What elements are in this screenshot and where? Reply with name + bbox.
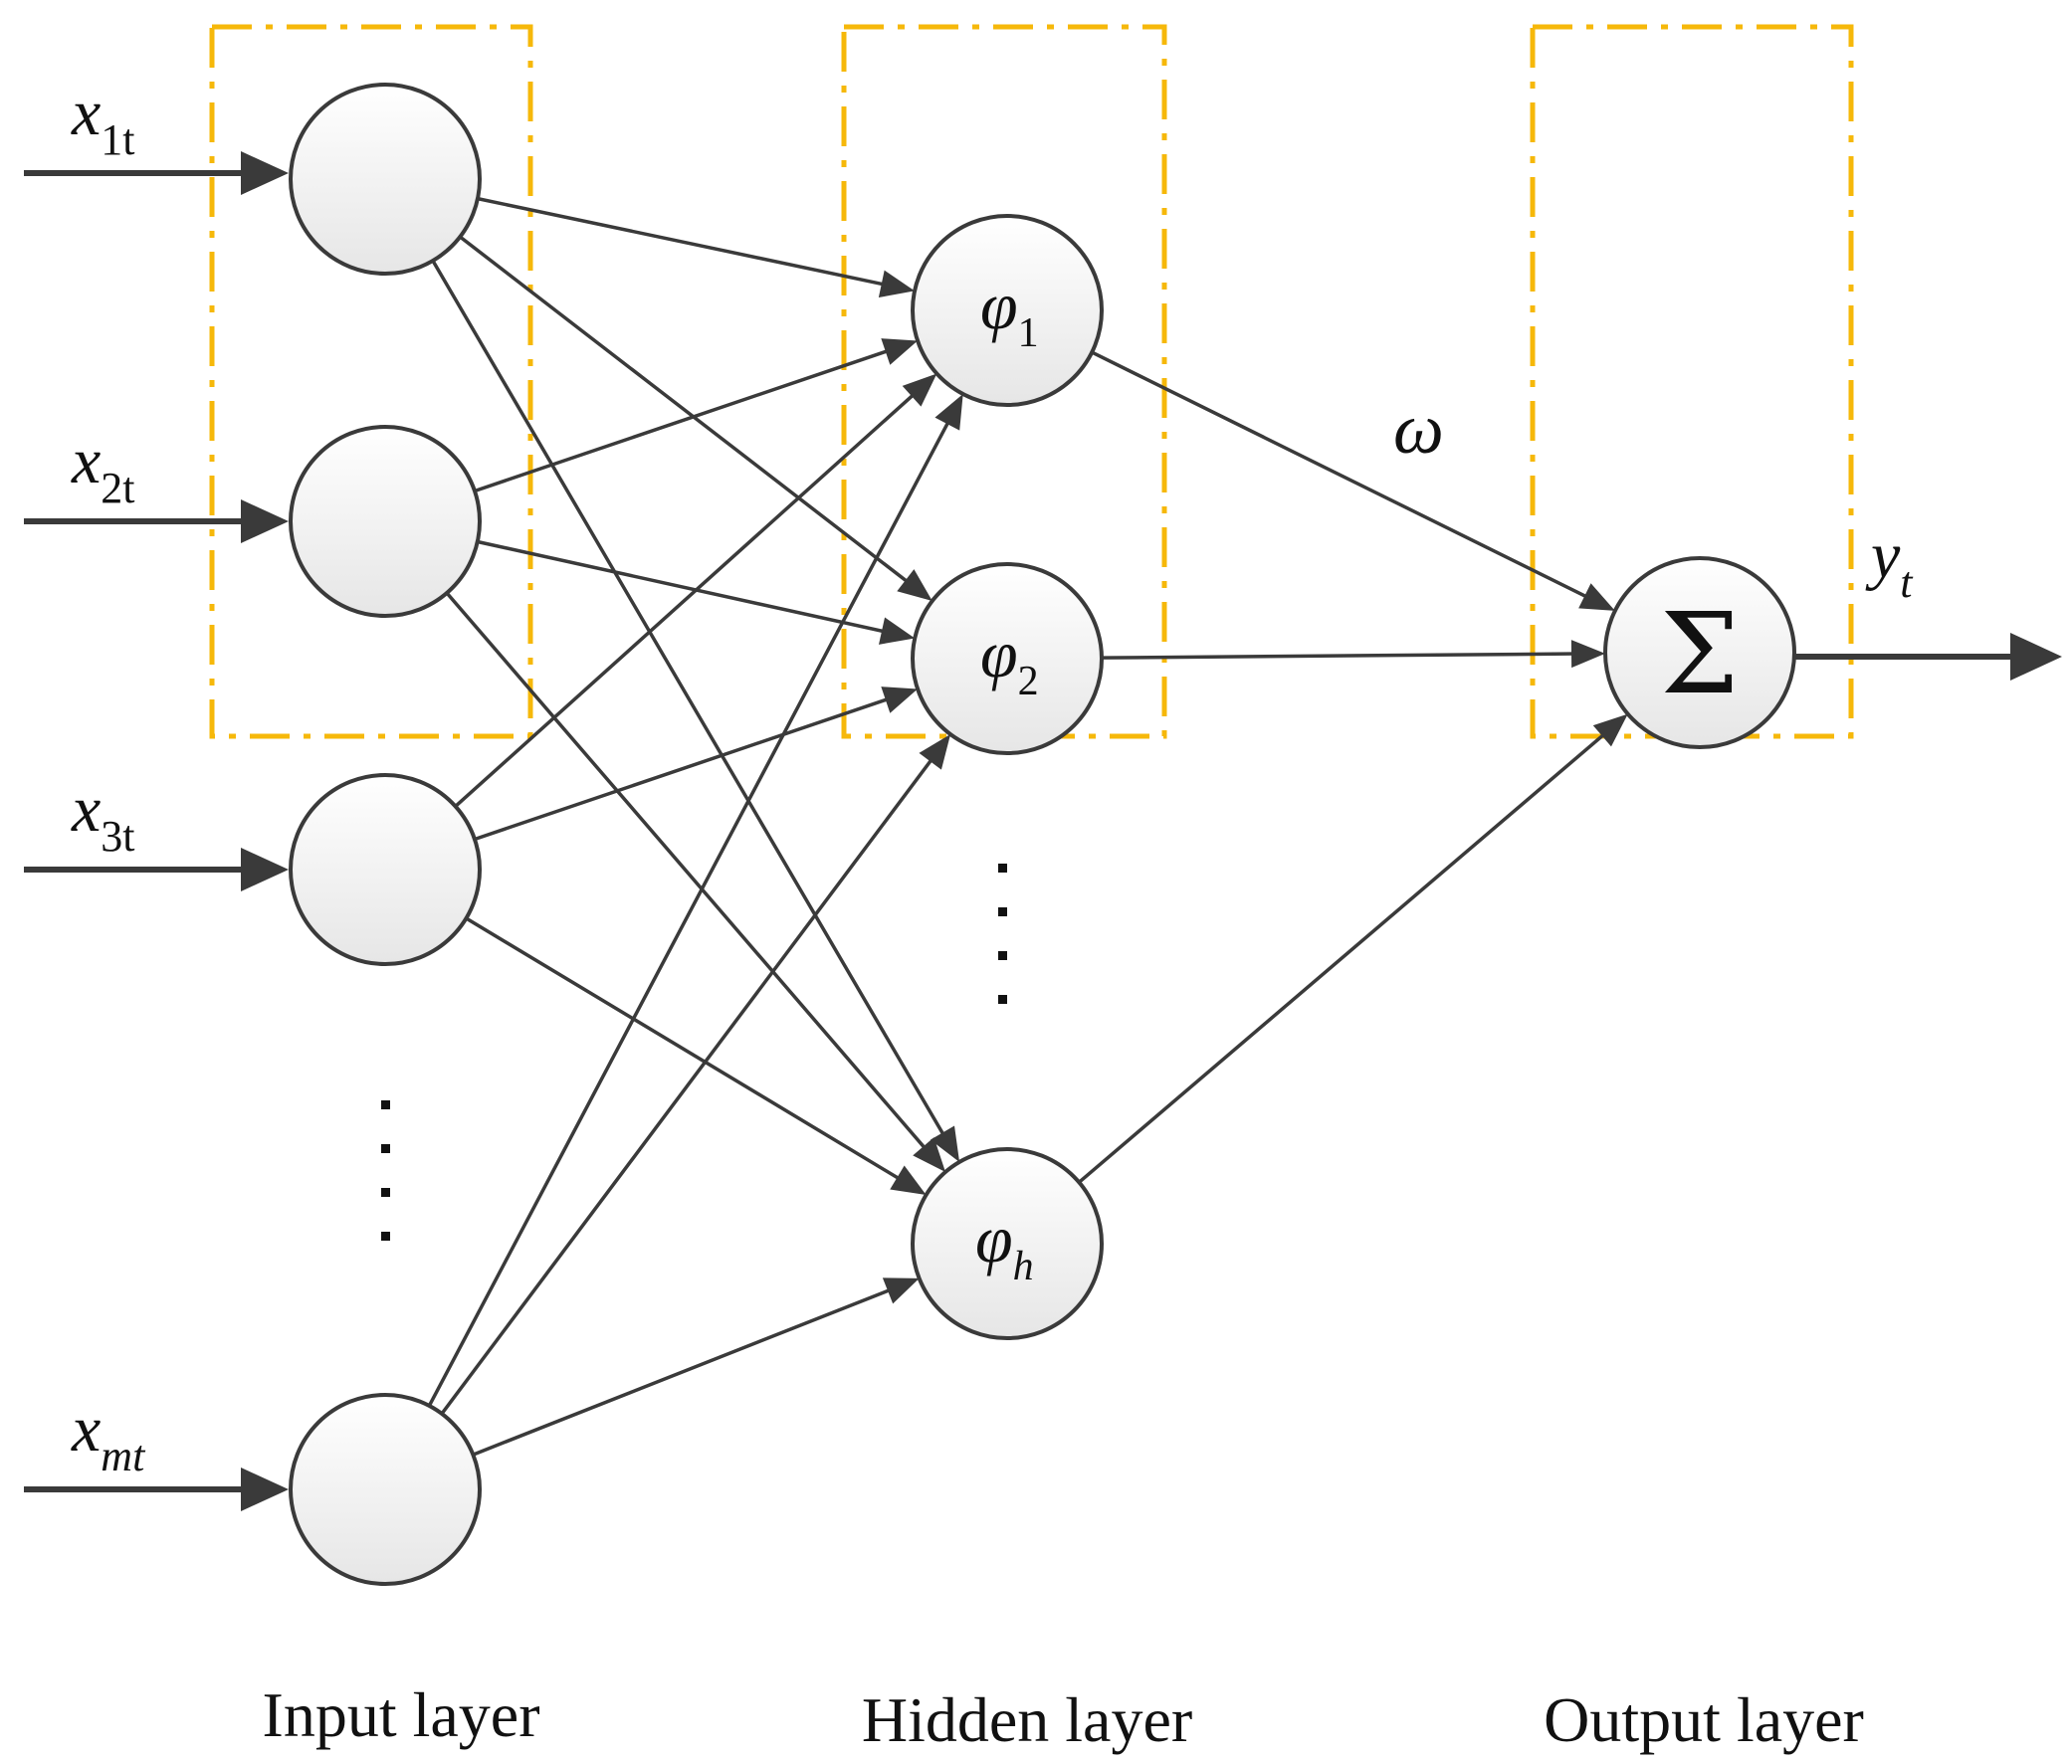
input-ellipsis	[381, 1100, 390, 1241]
edge-hidden-2-output-arrowhead	[1570, 640, 1606, 669]
edge-input-1-hidden-3	[431, 260, 948, 1141]
edge-hidden-1-output-arrowhead	[1578, 583, 1615, 611]
edge-hidden-2-output	[1101, 652, 1580, 660]
input-label-2: x2t	[71, 425, 135, 512]
edge-input-4-hidden-3	[472, 1285, 897, 1457]
edge-input-3-hidden-3-arrowhead	[890, 1165, 927, 1196]
edge-input-2-hidden-3	[445, 591, 931, 1154]
input-node-2	[289, 425, 482, 618]
input-arrowhead-2	[241, 499, 289, 543]
edge-input-2-hidden-1	[474, 347, 894, 493]
sum-symbol: Σ	[1660, 590, 1739, 719]
output-label: yt	[1865, 519, 1914, 607]
edge-input-1-hidden-2-arrowhead	[897, 569, 932, 601]
connection-edges	[427, 196, 1628, 1457]
edge-input-2-hidden-3-arrowhead	[913, 1137, 946, 1173]
input-arrows	[24, 151, 289, 1511]
hidden-node-1	[911, 214, 1104, 407]
edge-input-3-hidden-3	[465, 916, 906, 1184]
input-layer-box	[209, 24, 533, 739]
input-layer-label: Input layer	[263, 1679, 540, 1750]
edge-input-4-hidden-1-arrowhead	[934, 394, 963, 431]
edge-input-1-hidden-1-arrowhead	[878, 270, 916, 298]
hidden-node-h-label: φh	[975, 1201, 1034, 1289]
hidden-ellipsis	[998, 864, 1007, 1004]
edge-input-3-hidden-2	[474, 695, 894, 842]
hidden-node-h	[911, 1147, 1104, 1340]
edge-input-1-hidden-3-arrowhead	[930, 1125, 960, 1162]
input-label-m: xmt	[71, 1393, 146, 1480]
edge-input-1-hidden-2	[459, 235, 914, 587]
edge-input-4-hidden-3-arrowhead	[882, 1277, 920, 1304]
input-arrowhead-m	[241, 1468, 289, 1511]
input-node-3	[289, 773, 482, 966]
output-layer-label: Output layer	[1544, 1684, 1864, 1755]
weight-label: ω	[1393, 389, 1444, 469]
input-node-m	[289, 1393, 482, 1586]
hidden-node-2	[911, 562, 1104, 755]
edge-input-4-hidden-2	[440, 753, 936, 1415]
input-arrowhead-1	[241, 151, 289, 195]
input-label-1: x1t	[71, 77, 135, 164]
hidden-layer-box	[841, 24, 1167, 739]
hidden-node-1-label: φ1	[980, 268, 1039, 356]
input-node-1	[289, 83, 482, 276]
edge-input-3-hidden-1	[454, 389, 920, 808]
output-arrowhead	[2010, 633, 2062, 681]
hidden-layer-label: Hidden layer	[862, 1684, 1192, 1755]
input-arrowhead-3	[241, 848, 289, 891]
input-label-3: x3t	[71, 773, 135, 861]
output-layer-box	[1530, 24, 1854, 739]
edge-input-2-hidden-2-arrowhead	[879, 617, 916, 645]
edge-input-2-hidden-1-arrowhead	[881, 338, 919, 365]
edge-input-3-hidden-1-arrowhead	[902, 373, 937, 407]
edge-hidden-1-output	[1091, 350, 1593, 601]
edge-input-2-hidden-2	[477, 539, 891, 635]
edge-input-4-hidden-2-arrowhead	[919, 734, 951, 770]
output-node	[1603, 556, 1796, 749]
edge-input-4-hidden-1	[427, 416, 953, 1407]
edge-input-3-hidden-2-arrowhead	[881, 686, 919, 713]
edge-hidden-3-output	[1078, 729, 1610, 1184]
hidden-node-2-label: φ2	[980, 616, 1039, 704]
edge-hidden-3-output-arrowhead	[1592, 713, 1628, 747]
edge-input-1-hidden-1	[477, 196, 890, 288]
